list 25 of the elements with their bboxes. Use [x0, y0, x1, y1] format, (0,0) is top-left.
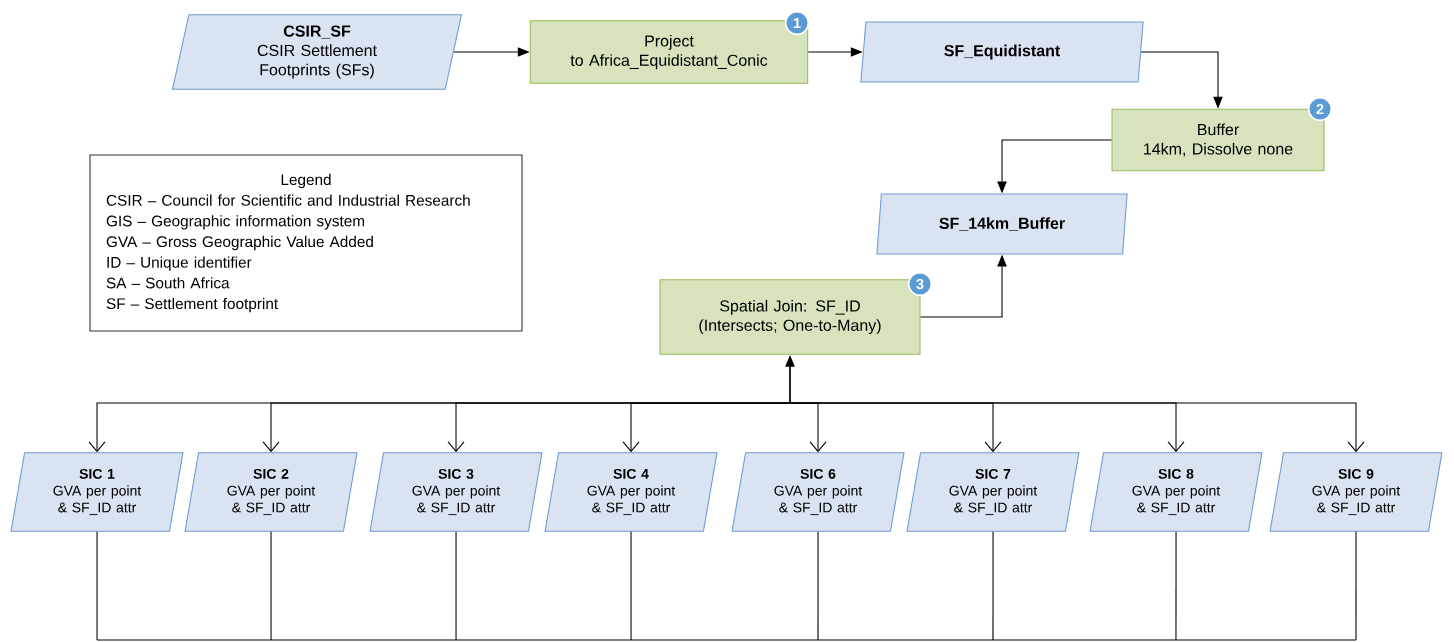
- data-parallelogram: SF_14km_Buffer: [876, 193, 1128, 255]
- data-parallelogram: SIC 3 GVA per point & SF_ID attr: [369, 452, 543, 532]
- connector: [1175, 531, 1177, 641]
- data-parallelogram: SF_Equidistant: [860, 21, 1144, 83]
- connector: [789, 402, 1365, 453]
- step-badge: 3: [907, 271, 933, 297]
- connector: [630, 531, 632, 641]
- connector: [1355, 531, 1357, 641]
- data-parallelogram: SIC 8 GVA per point & SF_ID attr: [1089, 452, 1263, 532]
- data-parallelogram: SIC 7 GVA per point & SF_ID attr: [906, 452, 1080, 532]
- step-badge: 2: [1307, 96, 1333, 122]
- data-parallelogram: SIC 2 GVA per point & SF_ID attr: [184, 452, 358, 532]
- step-badge: 1: [784, 10, 810, 36]
- connector: [455, 531, 457, 641]
- connector: [270, 531, 272, 641]
- data-parallelogram: SIC 4 GVA per point & SF_ID attr: [544, 452, 718, 532]
- connector: [992, 531, 994, 641]
- data-parallelogram: SIC 1 GVA per point & SF_ID attr: [10, 452, 184, 532]
- connector: [96, 531, 98, 641]
- data-parallelogram: SIC 9 GVA per point & SF_ID attr: [1269, 452, 1443, 532]
- connector: [622, 402, 791, 453]
- connector: [817, 531, 819, 641]
- connector: [96, 639, 1357, 641]
- legend-box: Legend CSIR – Council for Scientific and Industrial Research GIS – Geographic information system GVA – Gross Geographic Value Added ID – Unique identifier SA – South Africa SF – Settlement footprint: [89, 154, 523, 332]
- data-parallelogram: SIC 6 GVA per point & SF_ID attr: [731, 452, 905, 532]
